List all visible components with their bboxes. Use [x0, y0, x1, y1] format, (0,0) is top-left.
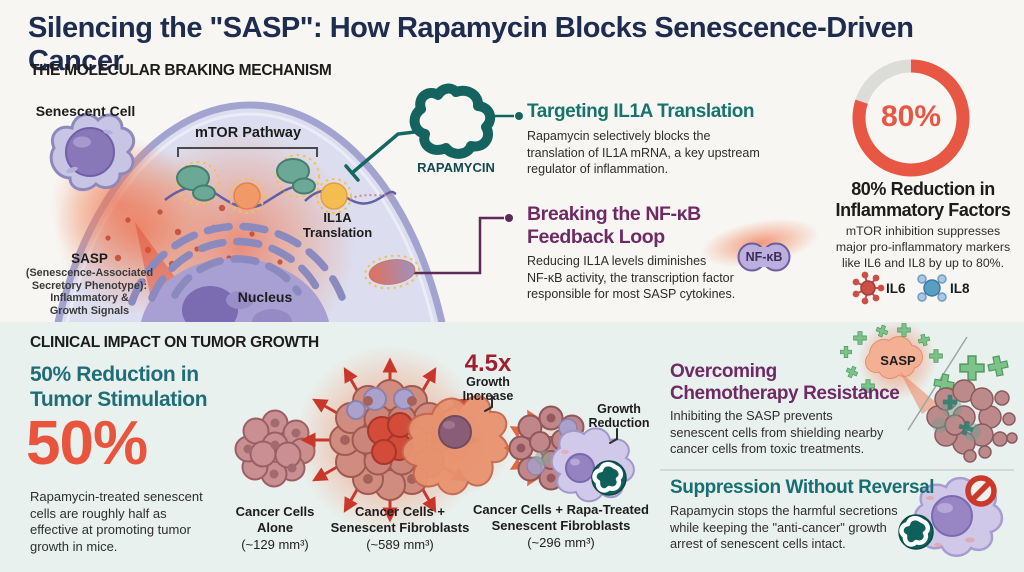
- il6-icon: [852, 271, 885, 305]
- chemo-resistance-body: Inhibiting the SASP prevents senescent c…: [670, 408, 884, 457]
- mechanism-section-label: THE MOLECULAR BRAKING MECHANISM: [30, 62, 332, 79]
- growth-reduction-label: Growth Reduction: [588, 402, 650, 430]
- clinical-impact-section: CLINICAL IMPACT ON TUMOR GROWTH 50% Redu…: [0, 322, 1024, 572]
- comparison-volume: (~589 mm³): [366, 536, 434, 552]
- stat-50-title: 50% Reduction in Tumor Stimulation: [30, 363, 208, 411]
- rapamycin-badge-icon-2: [898, 514, 934, 550]
- senescent-cell-icon: [49, 112, 136, 192]
- comparison-item-senescent: Cancer Cells + Senescent Fibroblasts (~5…: [310, 504, 490, 552]
- page-title: Silencing the "SASP": How Rapamycin Bloc…: [28, 12, 914, 77]
- comparison-label: Cancer Cells + Senescent Fibroblasts: [330, 504, 470, 535]
- mtor-pathway-label: mTOR Pathway: [194, 125, 302, 141]
- point2-title: Breaking the NF-κB Feedback Loop: [527, 203, 701, 248]
- il1a-site: [320, 182, 348, 210]
- point1-connector: [490, 112, 523, 120]
- donut-chart: [852, 59, 970, 177]
- tumor-chemo-overlays: [932, 394, 981, 441]
- mrna-cap-protein: [233, 182, 261, 210]
- clinical-section-label: CLINICAL IMPACT ON TUMOR GROWTH: [30, 334, 319, 351]
- ribosome-icon: [176, 158, 316, 202]
- senescent-fibroblast: [401, 395, 509, 496]
- rapamycin-badge-icon: [591, 460, 627, 496]
- rapamycin-molecule-icon: [409, 83, 496, 159]
- tumor-medium-accents: [516, 413, 578, 483]
- comparison-volume: (~296 mm³): [527, 534, 595, 550]
- sasp-cloud-label: SASP: [880, 353, 916, 368]
- mechanism-artwork: [49, 59, 970, 322]
- sasp-shield-beam: [900, 372, 938, 414]
- point2-body: Reducing IL1A levels diminishes NF-κB ac…: [527, 254, 736, 301]
- nfkb-protein-icon: [700, 218, 820, 272]
- comparison-label: Cancer Cells + Rapa-Treated Senescent Fi…: [473, 502, 649, 533]
- tumor-cluster-chemo: [926, 379, 1018, 463]
- sasp-label: SASP: [71, 251, 108, 266]
- il8-label: IL8: [950, 281, 970, 296]
- senescent-cell-label: Senescent Cell: [35, 103, 136, 119]
- stat-50-value: 50%: [26, 409, 148, 478]
- ribosome-glow: [176, 154, 352, 214]
- stat-80-title: 80% Reduction in Inflammatory Factors: [835, 179, 1011, 221]
- mtor-bracket: [177, 147, 318, 157]
- point1-title: Targeting IL1A Translation: [527, 101, 755, 122]
- er-membrane: [128, 222, 346, 306]
- callout-connector-increase: [484, 395, 493, 412]
- chemo-cross-icons: [840, 323, 1009, 395]
- suppression-body: Rapamycin stops the harmful secretions w…: [670, 503, 898, 552]
- nucleus-label: Nucleus: [237, 289, 293, 305]
- growth-increase-label: Growth Increase: [462, 375, 514, 403]
- rapamycin-label: RAPAMYCIN: [417, 160, 495, 175]
- sasp-sublabel: (Senescence-Associated Secretory Phenoty…: [25, 267, 154, 318]
- stat-80-body: mTOR inhibition suppresses major pro-inf…: [835, 224, 1011, 270]
- stat-80-value: 80%: [880, 100, 942, 133]
- chemo-resistance-title: Overcoming Chemotherapy Resistance: [670, 361, 900, 405]
- growth-increase-value: 4.5x: [464, 350, 512, 377]
- comparison-volume: (~129 mm³): [241, 536, 309, 552]
- molecular-mechanism-section: Silencing the "SASP": How Rapamycin Bloc…: [25, 12, 1011, 322]
- inhibition-bar: [344, 164, 360, 182]
- clinical-artwork: [234, 322, 1018, 557]
- no-entry-icon: [965, 475, 997, 507]
- sasp-cloud-icon: [865, 336, 923, 379]
- point1-body: Rapamycin selectively blocks the transla…: [527, 129, 760, 176]
- comparison-item-rapa-treated: Cancer Cells + Rapa-Treated Senescent Fi…: [471, 502, 651, 550]
- comparison-label: Cancer Cells Alone: [235, 504, 315, 535]
- callout-connector-reduction: [609, 428, 618, 444]
- point2-connector: [413, 214, 513, 275]
- suppression-title: Suppression Without Reversal: [670, 477, 935, 498]
- il6-label: IL6: [886, 281, 906, 296]
- nfkb-label: NF-κB: [745, 250, 783, 264]
- stat-50-body: Rapamycin-treated senescent cells are ro…: [30, 489, 203, 554]
- tumor-small-nuclei: [243, 418, 301, 479]
- il1a-protein-icon: [364, 254, 420, 290]
- il8-icon: [917, 274, 947, 302]
- comparison-item-alone: Cancer Cells Alone (~129 mm³): [215, 504, 335, 552]
- il1a-translation-label: IL1A Translation: [302, 210, 373, 240]
